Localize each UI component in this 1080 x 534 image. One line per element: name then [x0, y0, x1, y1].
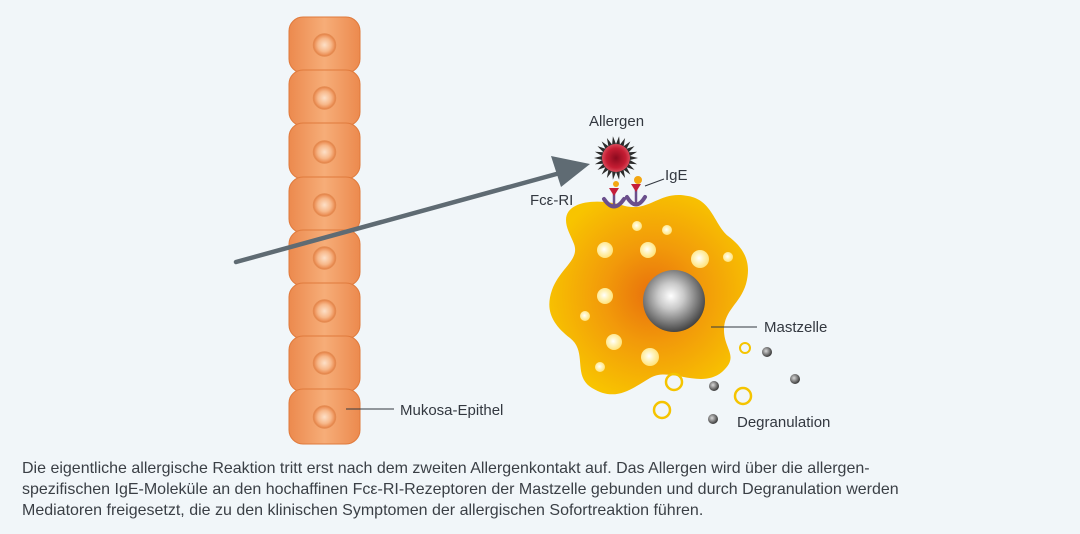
- epithel-cell: [288, 69, 361, 127]
- mast-cell-granules: [580, 221, 733, 372]
- label-fc-receptor: Fcε-RI: [530, 192, 573, 209]
- caption-line: spezifischen IgE-Moleküle an den hochaff…: [22, 481, 899, 498]
- epithel-cell: [288, 16, 361, 74]
- caption-line: Die eigentliche allergische Reaktion tri…: [22, 460, 870, 477]
- degranulation-granules: [652, 342, 800, 424]
- label-mucosa: Mukosa-Epithel: [400, 402, 503, 419]
- epithel-cell: [288, 388, 361, 445]
- caption: Die eigentliche allergische Reaktion tri…: [22, 458, 1062, 521]
- label-allergen: Allergen: [589, 113, 644, 130]
- epithel-cell: [288, 282, 361, 340]
- mast-cell-nucleus: [643, 270, 705, 332]
- label-degranulation: Degranulation: [737, 414, 830, 431]
- epithel-cell: [288, 176, 361, 234]
- caption-line: Mediatoren freigesetzt, die zu den klini…: [22, 502, 704, 519]
- allergen-core: [602, 144, 630, 172]
- fc-receptors: [602, 188, 647, 209]
- epithel-cell: [288, 122, 361, 180]
- ige-molecules: [609, 176, 642, 196]
- label-mast-cell: Mastzelle: [764, 319, 827, 336]
- leader-lines: [346, 178, 757, 410]
- epithel-cell: [288, 335, 361, 393]
- label-ige: IgE: [665, 167, 688, 184]
- allergen-particle: [594, 136, 638, 180]
- entry-arrow: [233, 156, 590, 265]
- allergy-diagram: Allergen IgE Fcε-RI Mastzelle Mukosa-Epi…: [233, 16, 830, 445]
- mast-cell: [549, 194, 748, 395]
